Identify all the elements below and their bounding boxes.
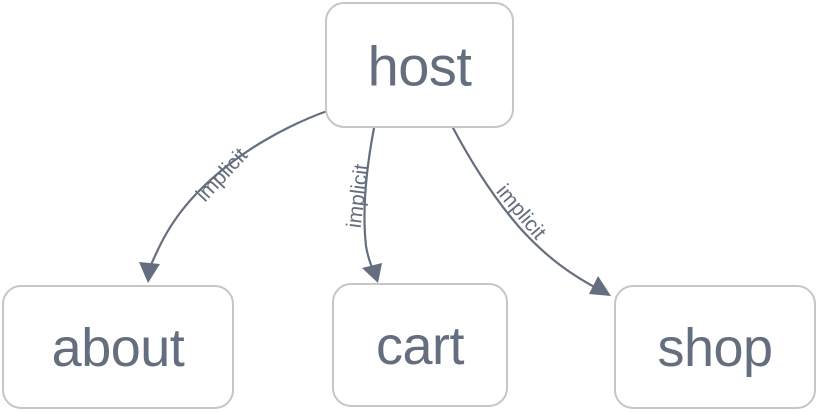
node-label-cart: cart	[376, 316, 465, 376]
node-label-host: host	[368, 35, 473, 98]
edge-path-host-shop[interactable]	[450, 124, 602, 292]
edge-path-host-about[interactable]	[146, 108, 332, 274]
edge-label-host-shop: implicit	[492, 180, 551, 244]
node-box-cart[interactable]	[332, 283, 508, 407]
edge-path-host-cart[interactable]	[363, 126, 377, 276]
arrowhead-icon-about	[139, 262, 160, 283]
node-host[interactable]: host	[325, 2, 514, 128]
node-label-about: about	[52, 318, 185, 378]
node-box-about[interactable]	[2, 285, 234, 409]
arrowhead-icon-cart	[362, 263, 382, 283]
edge-label-host-about: implicit	[192, 144, 253, 207]
node-about[interactable]: about	[2, 285, 234, 409]
edge-label-host-cart: implicit	[343, 163, 374, 230]
edge-group-host-cart[interactable]: implicit	[343, 126, 382, 283]
edge-group-host-about[interactable]: implicit	[139, 108, 332, 283]
node-box-host[interactable]	[325, 2, 514, 128]
node-box-shop[interactable]	[614, 285, 816, 409]
node-shop[interactable]: shop	[614, 285, 816, 409]
arrowhead-icon-shop	[589, 276, 611, 296]
node-cart[interactable]: cart	[332, 283, 508, 407]
node-label-shop: shop	[657, 318, 772, 378]
edge-group-host-shop[interactable]: implicit	[450, 124, 611, 296]
